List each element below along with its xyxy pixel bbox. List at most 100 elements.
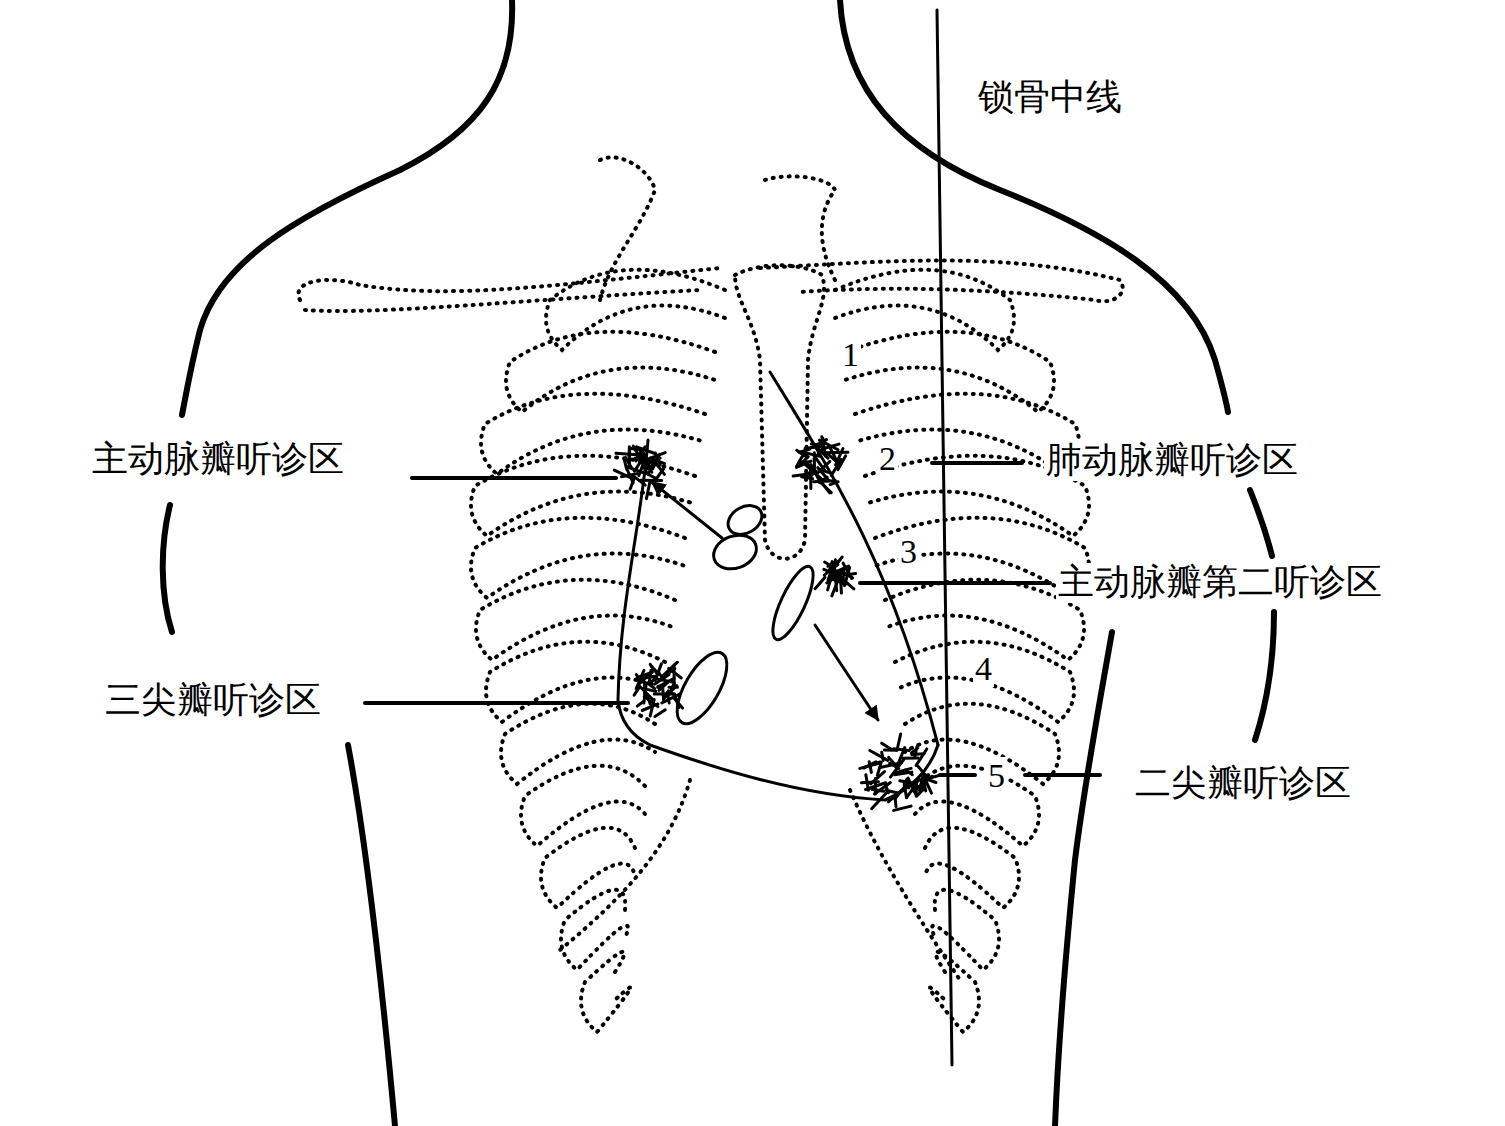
rib: [471, 518, 685, 598]
hatch-mark: [836, 449, 843, 465]
hatch-mark: [860, 763, 880, 768]
hatch-mark: [844, 573, 856, 575]
hatch-mark: [875, 783, 891, 794]
clavicle: [298, 268, 720, 300]
rib: [561, 890, 628, 970]
rib: [486, 642, 665, 722]
costal-margin: [850, 790, 960, 980]
rib: [932, 890, 999, 970]
rib: [885, 580, 1084, 660]
scapula: [600, 157, 655, 300]
scapula: [765, 176, 835, 280]
hatch-mark: [894, 749, 910, 751]
hatch-mark: [835, 575, 836, 591]
hatch-mark: [866, 775, 869, 791]
hatch-mark: [903, 757, 919, 760]
hatch-mark: [813, 481, 835, 482]
hatch-mark: [646, 453, 665, 460]
hatch-mark: [809, 474, 812, 489]
leader-line: [1025, 773, 1100, 777]
hatch-mark: [643, 683, 646, 694]
rib: [895, 642, 1074, 722]
hatch-mark: [895, 772, 912, 775]
rib: [476, 580, 675, 660]
hatch-mark: [636, 675, 641, 682]
hatch-mark: [662, 694, 681, 703]
hatch-mark: [906, 780, 909, 788]
leader-line: [860, 581, 1050, 585]
hatch-mark: [675, 699, 683, 708]
torso-outline: [1055, 632, 1112, 1126]
hatch-mark: [895, 785, 907, 799]
hatch-mark: [832, 557, 842, 570]
hatch-mark: [871, 772, 885, 784]
area-label: 三尖瓣听诊区: [103, 681, 323, 721]
rib: [930, 952, 979, 1032]
sternum: [735, 265, 824, 559]
hatch-mark: [823, 471, 831, 473]
area-label: 主动脉瓣听诊区: [90, 440, 346, 480]
hatch-mark: [669, 686, 678, 689]
intercostal-number: 4: [973, 650, 994, 687]
midclavicular-line: [937, 10, 952, 1065]
hatch-mark: [655, 664, 661, 681]
intercostal-number: 5: [986, 757, 1007, 794]
hatch-mark: [916, 749, 927, 766]
hatch-mark: [870, 751, 888, 761]
hatch-mark: [913, 785, 925, 788]
hatch-mark: [793, 473, 814, 476]
leader-line: [365, 701, 628, 705]
hatch-mark: [644, 453, 652, 472]
hatch-mark: [796, 461, 811, 467]
hatch-mark: [669, 668, 682, 678]
heart-outline: [618, 440, 938, 800]
rib: [501, 704, 655, 784]
hatch-mark: [894, 806, 911, 810]
hatch-mark: [811, 465, 821, 483]
rib: [471, 456, 695, 536]
aortic-valve: [709, 529, 761, 574]
rib: [581, 952, 630, 1032]
line-label: 锁骨中线: [976, 78, 1124, 118]
leader-line: [412, 476, 616, 480]
hatch-mark: [655, 710, 665, 717]
rib: [905, 704, 1059, 784]
rib: [925, 828, 1019, 908]
pulmonary-valve: [765, 562, 821, 645]
aortic-valve: [723, 500, 767, 541]
intercostal-number: 2: [877, 440, 898, 477]
body-outline: [840, 0, 1228, 412]
hatch-mark: [920, 774, 924, 790]
hatch-mark: [830, 579, 846, 584]
area-label: 二尖瓣听诊区: [1133, 764, 1353, 804]
arm-outline: [163, 505, 172, 632]
arm-outline: [1250, 490, 1272, 556]
rib-cage: [471, 270, 1089, 1032]
hatch-mark: [646, 481, 650, 498]
hatch-mark: [872, 793, 886, 808]
hatch-mark: [647, 695, 650, 704]
heart-outline: [770, 372, 938, 745]
hatch-mark: [633, 475, 646, 485]
arrow: [815, 625, 878, 720]
tricuspid-valve: [667, 645, 736, 731]
rib: [481, 394, 705, 474]
torso-outline: [348, 745, 395, 1126]
area-label: 主动脉瓣第二听诊区: [1056, 563, 1384, 603]
rib: [835, 270, 1014, 350]
arm-outline: [1255, 612, 1274, 740]
area-label: 肺动脉瓣听诊区: [1044, 441, 1300, 481]
hatch-mark: [616, 453, 637, 454]
leader-line: [932, 461, 1022, 465]
clavicle: [305, 290, 700, 311]
auscultation-areas: [614, 437, 940, 811]
hatch-mark: [815, 577, 825, 588]
hatch-mark: [805, 446, 824, 449]
body-outline: [182, 0, 512, 415]
leader-line: [940, 773, 975, 777]
arrow: [652, 482, 722, 538]
hatch-mark: [821, 483, 831, 493]
hatch-mark: [653, 469, 664, 484]
hatch-mark: [890, 763, 899, 768]
